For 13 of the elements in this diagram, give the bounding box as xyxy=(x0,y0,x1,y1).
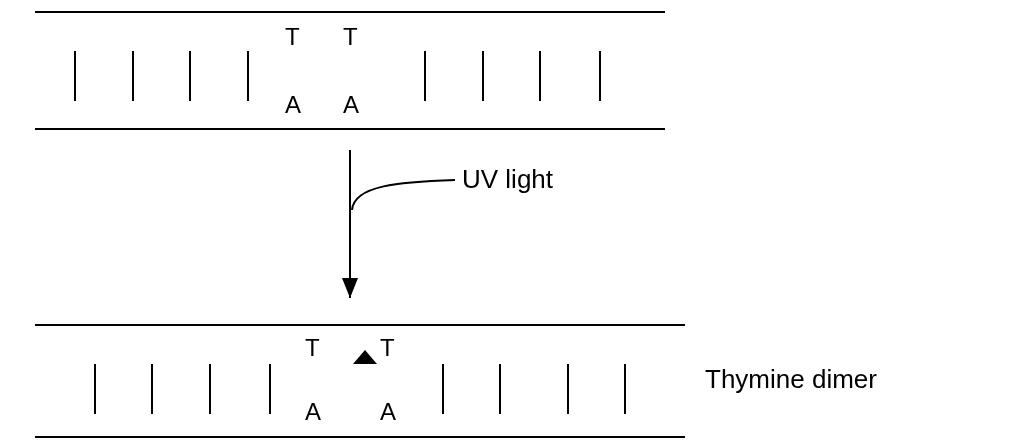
base-letter: T xyxy=(285,25,300,49)
base-letter: A xyxy=(285,93,301,117)
dna-strand xyxy=(35,11,665,130)
edge-label: UV light xyxy=(462,164,554,195)
base-letter: A xyxy=(343,93,359,117)
dna-strand xyxy=(35,324,685,438)
base-letter: A xyxy=(305,400,321,424)
base-letter: T xyxy=(343,25,358,49)
node-label: Thymine dimer xyxy=(705,364,877,395)
arrow xyxy=(342,149,358,299)
base-letter: T xyxy=(380,336,395,360)
base-letter: T xyxy=(305,336,320,360)
base-letter: A xyxy=(380,400,396,424)
